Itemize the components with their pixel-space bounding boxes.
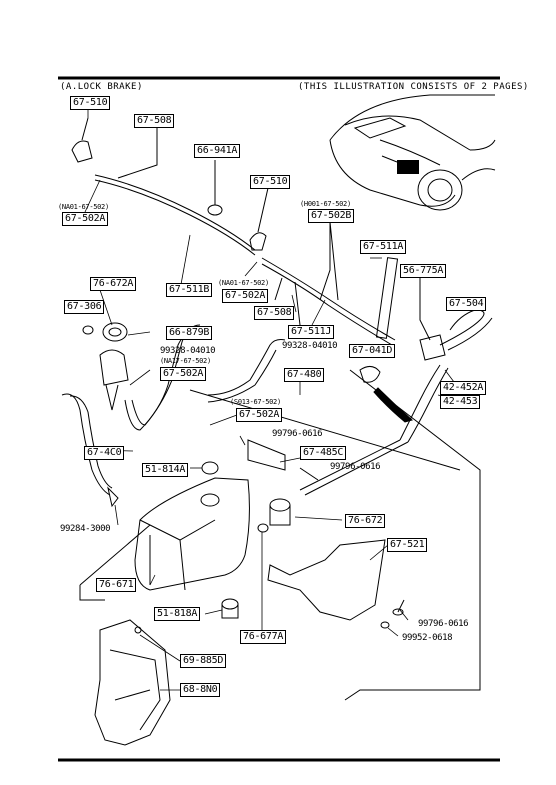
part-label-56-775a[interactable]: 56-775A: [400, 264, 447, 278]
header-right: (THIS ILLUSTRATION CONSISTS OF 2 PAGES): [298, 82, 529, 92]
part-label-67-502b[interactable]: 67-502B: [308, 209, 355, 223]
part-label-67-480[interactable]: 67-480: [284, 368, 325, 382]
part-number-99328-b: 99328-04010: [282, 341, 338, 351]
part-label-76-671[interactable]: 76-671: [96, 578, 137, 592]
part-label-67-508-b[interactable]: 67-508: [254, 306, 295, 320]
part-label-66-879b[interactable]: 66-879B: [166, 326, 213, 340]
part-label-67-4c0[interactable]: 67-4C0: [84, 446, 125, 460]
part-label-42-453[interactable]: 42-453: [440, 395, 481, 409]
hose-lines: [61, 117, 493, 746]
part-label-76-677a[interactable]: 76-677A: [240, 630, 287, 644]
part-label-67-511a[interactable]: 67-511A: [360, 240, 407, 254]
part-label-67-041d[interactable]: 67-041D: [349, 344, 396, 358]
part-label-67-504[interactable]: 67-504: [446, 297, 487, 311]
note-na01-b: (NA01-67-502): [218, 279, 269, 287]
car-illustration: [329, 94, 496, 211]
part-number-99328-a: 99328-04010: [160, 346, 216, 356]
part-label-67-521[interactable]: 67-521: [387, 538, 428, 552]
part-number-99284: 99284-3000: [60, 524, 111, 534]
part-label-67-502a-a[interactable]: 67-502A: [62, 212, 109, 226]
part-label-67-511b[interactable]: 67-511B: [166, 283, 213, 297]
part-label-67-485c[interactable]: 67-485C: [300, 446, 347, 460]
part-label-68-8n0[interactable]: 68-8N0: [180, 683, 221, 697]
part-label-42-452a[interactable]: 42-452A: [440, 381, 487, 395]
part-label-67-511j[interactable]: 67-511J: [288, 325, 335, 339]
note-s013: (S013-67-502): [230, 398, 281, 406]
part-number-99796-a: 99796-0616: [272, 429, 323, 439]
part-label-51-818a[interactable]: 51-818A: [154, 607, 201, 621]
part-label-66-941a[interactable]: 66-941A: [194, 144, 241, 158]
part-label-67-502a-c[interactable]: 67-502A: [160, 367, 207, 381]
part-label-67-502a-b[interactable]: 67-502A: [222, 289, 269, 303]
part-label-67-510-b[interactable]: 67-510: [250, 175, 291, 189]
note-na17: (NA17-67-502): [160, 357, 211, 365]
part-label-67-510-a[interactable]: 67-510: [70, 96, 111, 110]
part-number-99796-c: 99796-0616: [418, 619, 469, 629]
part-label-67-508-a[interactable]: 67-508: [134, 114, 175, 128]
part-number-99796-b: 99796-0616: [330, 462, 381, 472]
header-left: (A.LOCK BRAKE): [60, 82, 143, 92]
part-number-99952: 99952-0618: [402, 633, 453, 643]
part-label-67-306[interactable]: 67-306: [64, 300, 105, 314]
note-na01-a: (NA01-67-502): [58, 203, 109, 211]
part-label-67-502a-d[interactable]: 67-502A: [236, 408, 283, 422]
note-h001: (H001-67-502): [300, 200, 351, 208]
part-label-76-672[interactable]: 76-672: [345, 514, 386, 528]
part-label-76-672a[interactable]: 76-672A: [90, 277, 137, 291]
part-label-51-814a[interactable]: 51-814A: [142, 463, 189, 477]
car-highlight: [397, 160, 419, 174]
part-label-69-885d[interactable]: 69-885D: [180, 654, 227, 668]
